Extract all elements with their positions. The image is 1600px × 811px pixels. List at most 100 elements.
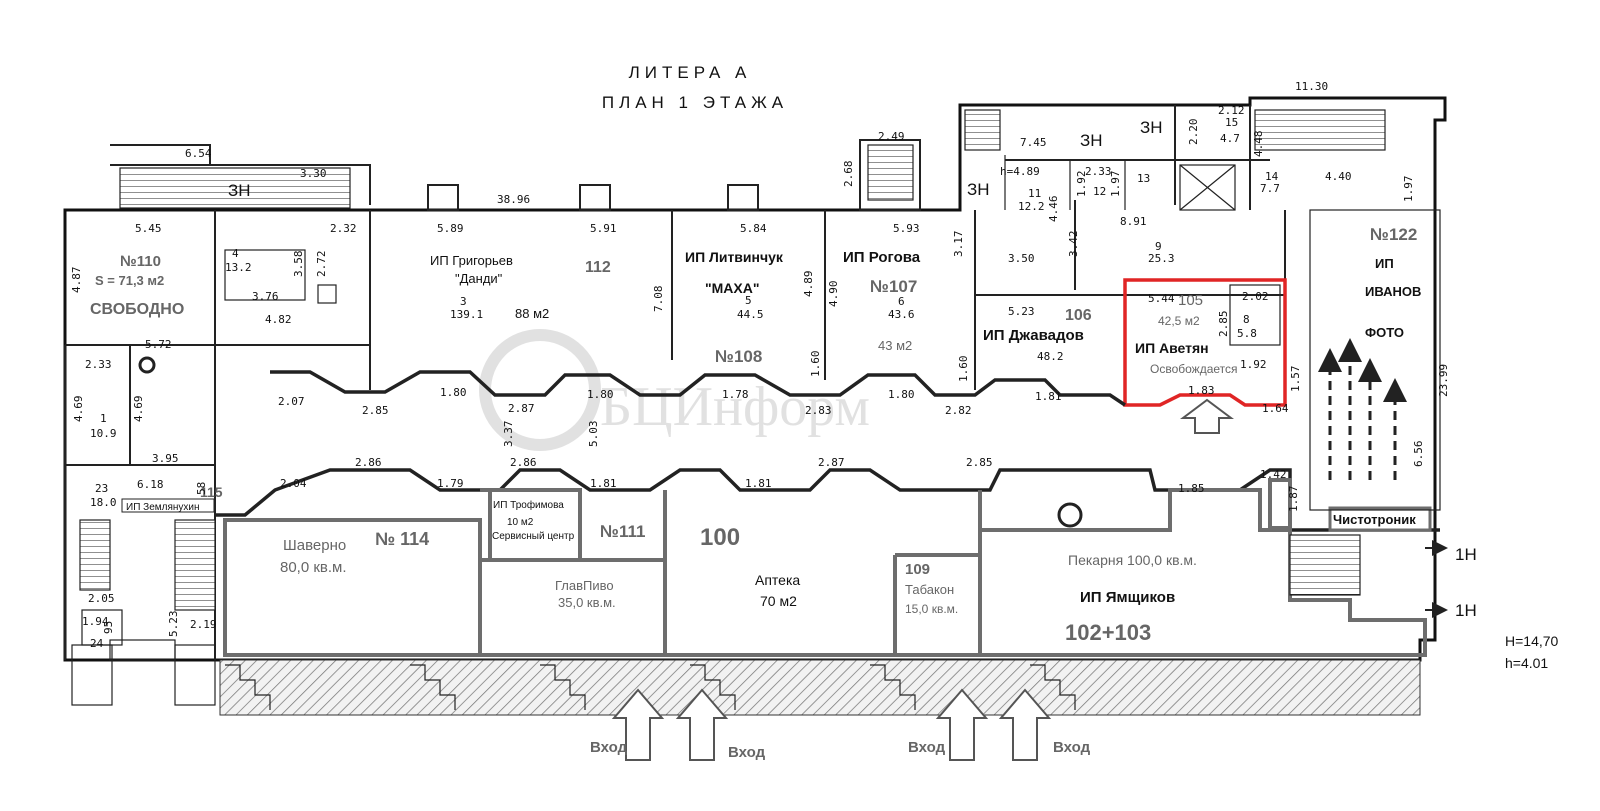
room-12-number: 12 — [1093, 185, 1106, 198]
watermark-logo — [479, 329, 601, 451]
room-9-area: 25.3 — [1148, 252, 1175, 265]
dim-1-97b: 1.97 — [1109, 171, 1122, 198]
entrance-arrow-3 — [935, 688, 989, 761]
dim-2-87: 2.87 — [508, 402, 535, 415]
dim-2-86b: 2.86 — [510, 456, 537, 469]
dim-1-85: 1.85 — [1178, 482, 1205, 495]
room-100-name: Аптека — [755, 572, 800, 588]
mark-zn-3: ЗН — [1080, 131, 1103, 150]
service-area: 10 м2 — [507, 517, 534, 528]
dim-4-90: 4.90 — [827, 281, 840, 308]
room-105-status: Освобождается — [1150, 362, 1238, 376]
entrance-arrow-2 — [675, 688, 729, 761]
dim-5-45: 5.45 — [135, 222, 162, 235]
room-1-area: 10.9 — [90, 427, 117, 440]
dim-95: 95 — [102, 621, 115, 634]
dim-h-4-89: h=4.89 — [1000, 165, 1040, 178]
room-112-brand: "Данди" — [455, 271, 503, 286]
plan-title-line1: ЛИТЕРА А — [629, 63, 752, 82]
mark-zn-1: ЗН — [228, 181, 251, 200]
dim-7-45: 7.45 — [1020, 136, 1047, 149]
room-11-area: 12.2 — [1018, 200, 1045, 213]
dim-5-23b: 5.23 — [167, 611, 180, 638]
dim-23-99: 23.99 — [1437, 364, 1450, 397]
room-100-number: 100 — [700, 524, 740, 551]
room-107-tenant: ИП Рогова — [843, 249, 921, 266]
plan-title-line2: ПЛАН 1 ЭТАЖА — [602, 93, 788, 112]
dim-3-42: 3.42 — [1067, 231, 1080, 258]
mark-zn-2: ЗН — [967, 180, 990, 199]
dim-1-97: 1.97 — [1402, 176, 1415, 203]
dim-58: 58 — [195, 482, 208, 495]
room-122-stairs — [138, 209, 1441, 528]
room-110-area: S = 71,3 м2 — [95, 273, 164, 288]
dim-2-19: 2.19 — [190, 618, 217, 631]
dim-2-85: 2.85 — [362, 404, 389, 417]
dim-1-64: 1.64 — [1262, 402, 1289, 415]
mark-1n-1: 1Н — [1455, 545, 1477, 564]
room-11-number: 11 — [1028, 187, 1041, 200]
dim-4-69b: 4.69 — [132, 396, 145, 423]
room-106-number: 106 — [1065, 307, 1092, 324]
dim-5-03: 5.03 — [587, 421, 600, 448]
dim-4-82: 4.82 — [265, 313, 292, 326]
room-105-highlight — [1123, 278, 1287, 407]
room-115-tenant-box — [121, 498, 215, 513]
dim-6-56: 6.56 — [1412, 441, 1425, 468]
dim-1-60a: 1.60 — [809, 351, 822, 378]
dim-1-78: 1.78 — [722, 388, 749, 401]
room-9-number: 9 — [1155, 240, 1162, 253]
dim-2-32: 2.32 — [330, 222, 357, 235]
entrance-arrow-1 — [611, 688, 665, 761]
dim-2-68: 2.68 — [842, 161, 855, 188]
room-24-number: 24 — [90, 637, 104, 650]
entrance-arrow-4 — [998, 688, 1052, 761]
room-102-tenant: ИП Ямщиков — [1080, 589, 1175, 606]
dim-2-12: 2.12 — [1218, 104, 1245, 117]
dim-1-81b: 1.81 — [590, 477, 617, 490]
mark-zn-4: ЗН — [1140, 118, 1163, 137]
room-114-name: Шаверно — [283, 537, 346, 554]
room-105-number: 105 — [1178, 292, 1203, 309]
dim-2-05: 2.05 — [88, 592, 115, 605]
dim-2-83: 2.83 — [805, 404, 832, 417]
room-112-number: 112 — [585, 259, 611, 276]
room-3-number: 3 — [460, 295, 467, 308]
room-111-name: ГлавПиво — [555, 578, 614, 593]
room-108-brand: "МАХА" — [705, 280, 760, 296]
room-15-number: 15 — [1225, 116, 1238, 129]
dim-2-07: 2.07 — [278, 395, 305, 408]
dim-2-85b: 2.85 — [1217, 311, 1230, 338]
dim-3-76: 3.76 — [252, 290, 279, 303]
room-8-number: 8 — [1243, 313, 1250, 326]
room-23-area: 18.0 — [90, 496, 117, 509]
room-106-area: 48.2 — [1037, 350, 1064, 363]
entrance-arrows — [611, 398, 1448, 761]
dim-2-85c: 2.85 — [966, 456, 993, 469]
dim-1-80a: 1.80 — [440, 386, 467, 399]
dim-1-57: 1.57 — [1289, 366, 1302, 393]
dim-1-79: 1.79 — [437, 477, 464, 490]
dim-2-33: 2.33 — [85, 358, 112, 371]
room-109-number: 109 — [905, 561, 930, 578]
dim-5-89: 5.89 — [437, 222, 464, 235]
room-23-number: 23 — [95, 482, 108, 495]
watermark: БЦИнформ — [600, 376, 870, 438]
dim-4-89: 4.89 — [802, 271, 815, 298]
room-112-area-m2: 88 м2 — [515, 306, 549, 321]
dim-2-87b: 2.87 — [818, 456, 845, 469]
room-5-area: 44.5 — [737, 308, 764, 321]
bottom-row-walls — [223, 478, 1432, 657]
room-107-number: №107 — [870, 277, 917, 296]
dim-5-84: 5.84 — [740, 222, 767, 235]
room-13-number: 13 — [1137, 172, 1150, 185]
room-112-tenant: ИП Григорьев — [430, 253, 513, 268]
room-106-tenant: ИП Джавадов — [983, 327, 1084, 344]
room-111-area: 35,0 кв.м. — [558, 595, 616, 610]
room-1-number: 1 — [100, 412, 107, 425]
room-3-area: 139.1 — [450, 308, 483, 321]
service-name: Сервисный центр — [492, 531, 575, 542]
dim-1-80c: 1.80 — [888, 388, 915, 401]
dim-1-92: 1.92 — [1240, 358, 1267, 371]
